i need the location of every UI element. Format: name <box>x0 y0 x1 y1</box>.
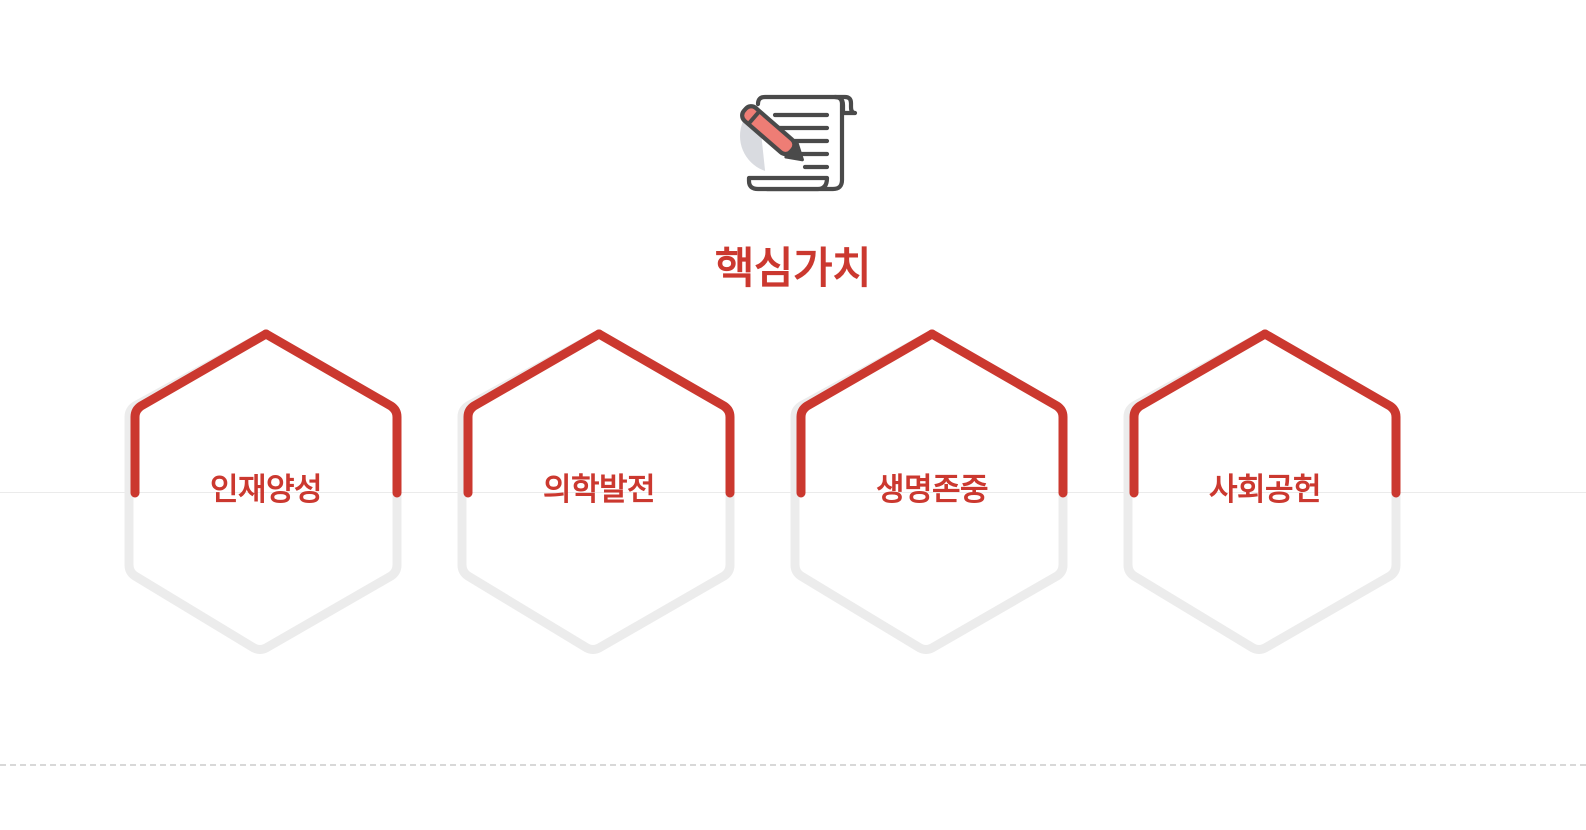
core-value-label: 생명존중 <box>875 472 989 507</box>
hexagon-progress-ring <box>1123 329 1401 654</box>
core-value-label: 인재양성 <box>209 472 323 507</box>
page-title: 핵심가치 <box>714 245 872 293</box>
hexagon-progress-ring <box>790 329 1068 654</box>
core-value-label: 사회공헌 <box>1208 472 1322 507</box>
hexagon-progress-ring <box>124 329 402 654</box>
core-value-item[interactable]: 의학발전 <box>457 325 737 657</box>
scroll-and-pencil-icon <box>0 86 1586 206</box>
hexagon-progress-ring <box>457 329 735 654</box>
core-value-label: 의학발전 <box>542 472 656 507</box>
core-value-item[interactable]: 생명존중 <box>790 325 1070 657</box>
core-value-item[interactable]: 사회공헌 <box>1123 325 1403 657</box>
core-value-item[interactable]: 인재양성 <box>124 325 404 657</box>
bottom-divider <box>0 764 1586 766</box>
core-values-list: 인재양성 의학발전 생명존중 사회공헌 <box>124 325 1403 657</box>
